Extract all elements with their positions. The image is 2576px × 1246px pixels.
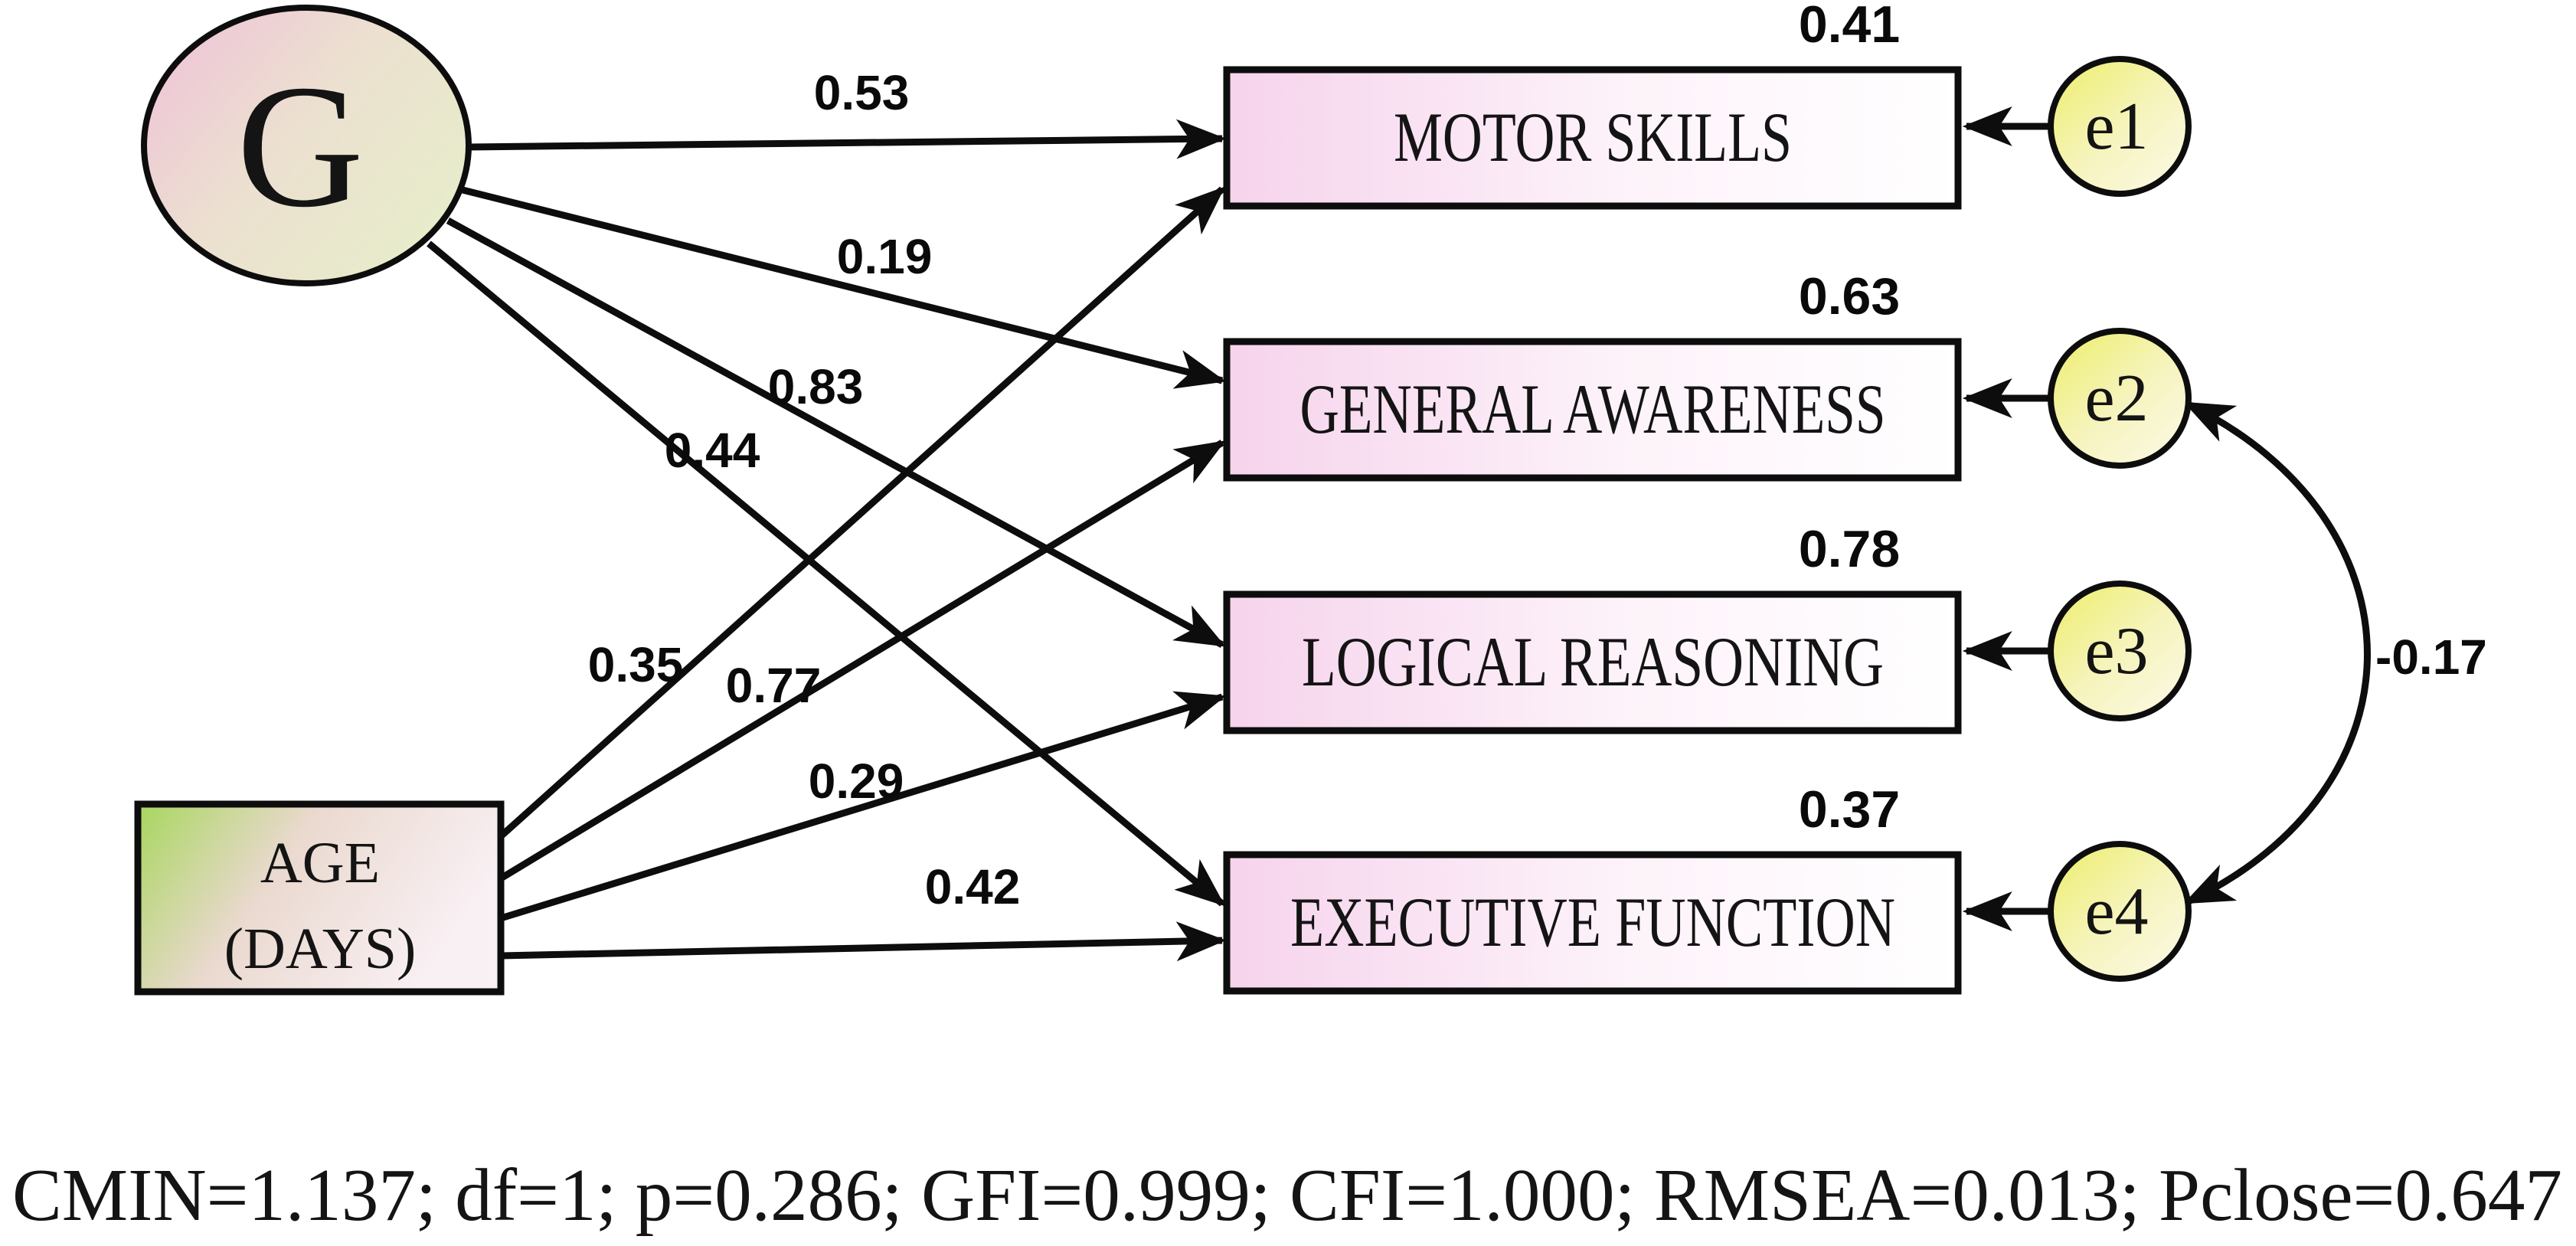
outcome-box-executive-function: [1223, 851, 1962, 995]
outcome-label-motor-skills: MOTOR SKILLS: [1394, 98, 1792, 176]
error-circle-e2: [2048, 328, 2192, 469]
outcome-box-logical-reasoning: [1223, 590, 1962, 734]
covariance-arrow-e2-e4: [2183, 400, 2371, 906]
error-label-e2: e2: [2084, 361, 2148, 436]
path-coefficient-g-logical-reasoning: 0.83: [768, 359, 864, 414]
path-age-to-motor-skills: [498, 186, 1225, 839]
outcome-label-general-awareness: GENERAL AWARENESS: [1300, 370, 1886, 448]
outcome-box-general-awareness: [1223, 338, 1962, 482]
path-coefficient-age-motor-skills: 0.35: [588, 637, 684, 692]
r-squared-logical-reasoning: 0.78: [1799, 520, 1900, 578]
error-label-e4: e4: [2084, 875, 2148, 949]
fit-statistics-text: CMIN=1.137; df=1; p=0.286; GFI=0.999; CF…: [12, 1154, 2562, 1236]
path-age-to-general-awareness: [499, 440, 1226, 881]
age-box: [134, 800, 505, 996]
path-g-to-general-awareness: [461, 186, 1227, 389]
covariance-value-label: -0.17: [2375, 630, 2487, 685]
path-coefficient-age-general-awareness: 0.77: [726, 658, 822, 713]
outcome-label-logical-reasoning: LOGICAL REASONING: [1302, 623, 1884, 701]
error-circle-e3: [2048, 580, 2192, 721]
path-coefficient-age-logical-reasoning: 0.29: [809, 754, 904, 809]
path-g-to-motor-skills: [468, 119, 1227, 159]
error-label-e1: e1: [2084, 90, 2148, 164]
r-squared-motor-skills: 0.41: [1799, 0, 1900, 54]
error-label-e3: e3: [2084, 614, 2148, 688]
latent-g-ellipse: [141, 5, 472, 286]
error-circle-e1: [2048, 56, 2192, 197]
path-coefficient-g-executive-function: 0.44: [665, 423, 760, 478]
r-squared-executive-function: 0.37: [1799, 780, 1900, 839]
latent-g-label: G: [237, 48, 364, 244]
outcome-label-executive-function: EXECUTIVE FUNCTION: [1290, 883, 1895, 961]
age-label-line1: AGE: [260, 831, 380, 895]
path-coefficient-age-executive-function: 0.42: [925, 859, 1021, 914]
path-age-to-logical-reasoning: [499, 691, 1226, 922]
age-label-line2: (DAYS): [224, 917, 417, 981]
path-g-to-logical-reasoning: [446, 217, 1226, 648]
outcome-box-motor-skills: [1223, 66, 1962, 210]
path-coefficient-g-general-awareness: 0.19: [837, 229, 933, 284]
path-coefficient-g-motor-skills: 0.53: [814, 65, 910, 120]
path-g-to-executive-function: [427, 240, 1225, 907]
r-squared-general-awareness: 0.63: [1799, 267, 1900, 325]
error-circle-e4: [2048, 841, 2192, 982]
path-age-to-executive-function: [500, 921, 1227, 962]
